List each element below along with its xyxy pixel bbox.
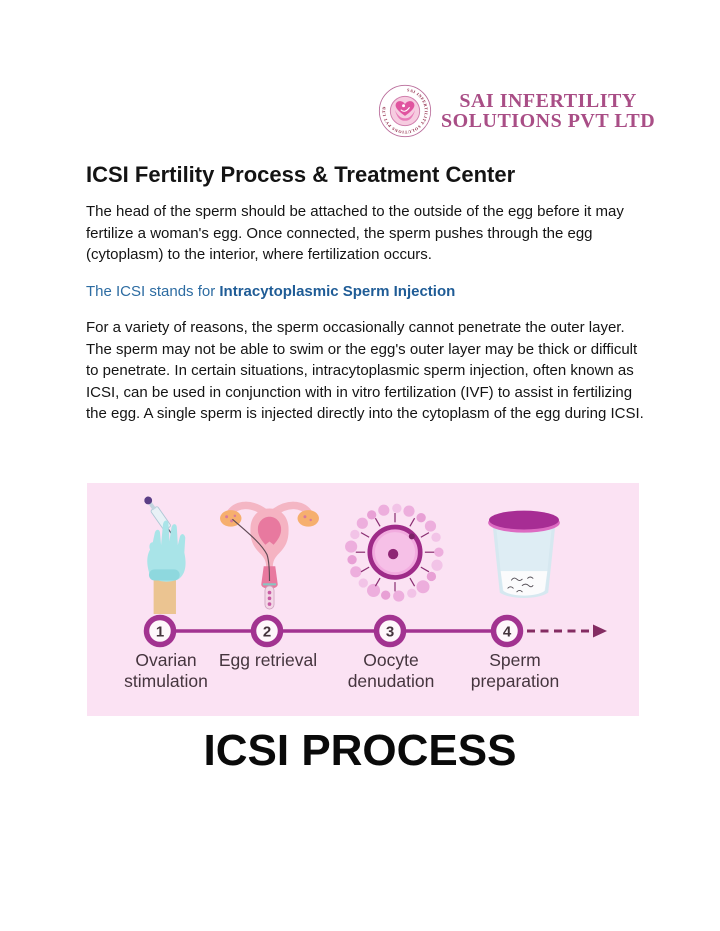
step-label-sperm-preparation: Sperm preparation [470,650,560,691]
brand-logo: SAI INFERTILITY SOLUTIONS PVT LTD SAI IN… [378,84,655,138]
step-marker-1: 1 [143,614,177,648]
step-number-2: 2 [263,624,271,641]
brand-name: SAI INFERTILITY SOLUTIONS PVT LTD [441,91,655,131]
step-marker-3: 3 [373,614,407,648]
brand-name-line1: SAI INFERTILITY [459,90,637,112]
paragraph-intro: The head of the sperm should be attached… [86,203,624,263]
article: ICSI Fertility Process & Treatment Cente… [86,161,646,440]
logo-emblem-icon: SAI INFERTILITY SOLUTIONS PVT LTD [378,84,432,138]
paragraph-detail: For a variety of reasons, the sperm occa… [86,319,644,422]
hands-shape [394,110,416,121]
icsi-process-diagram: 1 2 3 4 Ovarian stimulation Egg retrieva… [87,483,639,716]
subheading: The ICSI stands for Intracytoplasmic Spe… [86,281,646,303]
step-label-oocyte-denudation: Oocyte denudation [347,650,435,691]
step-marker-2: 2 [250,614,284,648]
step-label-ovarian-stimulation: Ovarian stimulation [124,650,208,691]
subheading-term: Intracytoplasmic Sperm Injection [219,282,456,300]
uterus-egg-retrieval-icon [220,501,319,610]
step-label-egg-retrieval: Egg retrieval [218,650,318,670]
diagram-caption: ICSI PROCESS [203,726,517,775]
oocyte-icon [345,503,444,602]
syringe-hand-icon [144,496,186,614]
step-number-3: 3 [386,624,394,641]
arrow-head-icon [593,624,607,638]
sperm-sample-cup-icon [488,510,560,599]
step-number-1: 1 [156,624,164,641]
brand-name-line2: SOLUTIONS PVT LTD [441,110,656,132]
step-marker-4: 4 [490,614,524,648]
page-title: ICSI Fertility Process & Treatment Cente… [86,162,516,187]
process-timeline: 1 2 3 4 [143,614,607,648]
heart-shape [395,101,415,116]
subheading-prefix: The ICSI stands for [86,282,220,300]
step-number-4: 4 [503,624,512,641]
